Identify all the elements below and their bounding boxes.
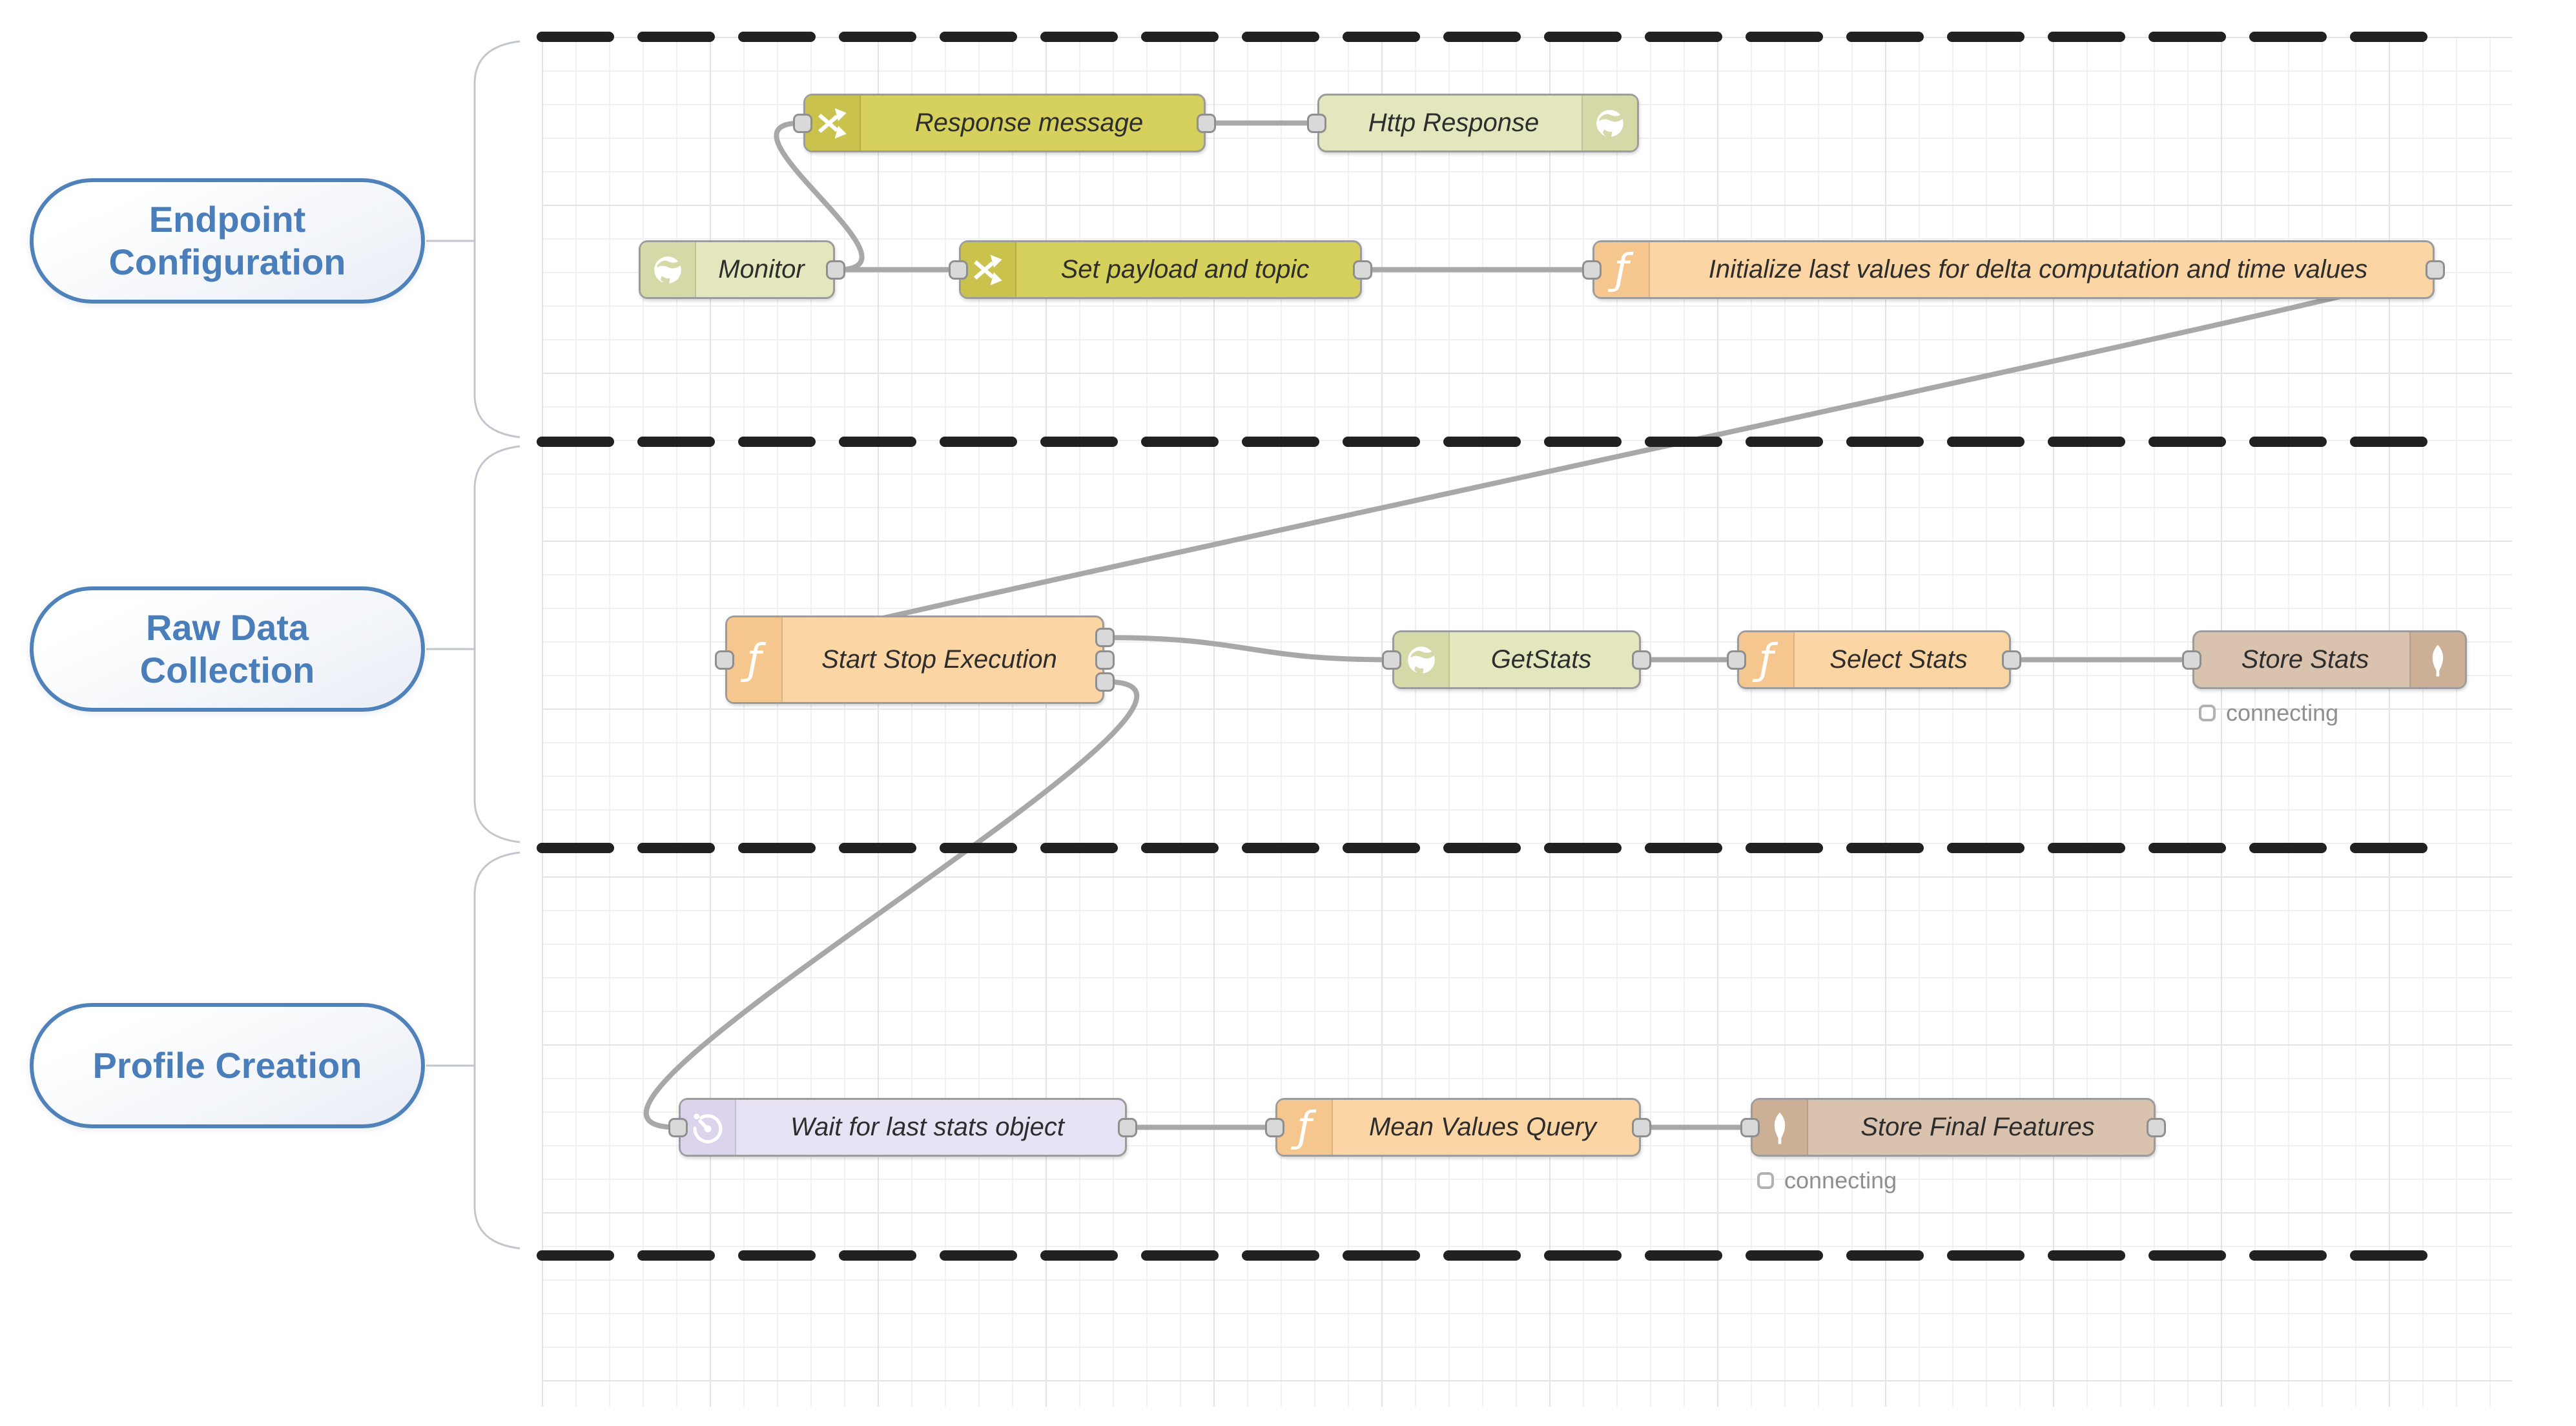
input-port-initialize[interactable] <box>1582 260 1602 280</box>
input-port-select-stats[interactable] <box>1727 650 1746 670</box>
node-label-initialize: Initialize last values for delta computa… <box>1708 255 2368 284</box>
globe-icon <box>1408 646 1435 674</box>
section-brace-2 <box>426 445 520 843</box>
node-status-store-final: connecting <box>1757 1167 1897 1194</box>
node-label-http-response: Http Response <box>1368 108 1540 137</box>
status-text: connecting <box>1784 1167 1897 1194</box>
output-port-wait-0[interactable] <box>1118 1117 1137 1137</box>
node-label-monitor: Monitor <box>718 255 805 284</box>
output-port-response-message-0[interactable] <box>1197 113 1216 133</box>
node-status-store-stats: connecting <box>2199 699 2338 727</box>
function-icon: ƒ <box>1594 242 1650 297</box>
input-port-store-stats[interactable] <box>2182 650 2201 670</box>
function-icon-glyph: ƒ <box>1614 245 1629 294</box>
section-label-line: Configuration <box>108 242 346 282</box>
section-label-line: Collection <box>139 650 315 690</box>
globe-icon <box>654 256 681 284</box>
output-port-mean-values-0[interactable] <box>1632 1117 1651 1137</box>
globe-icon <box>1596 109 1623 138</box>
section-brace-3 <box>426 851 520 1250</box>
status-checkbox-icon <box>2199 705 2216 721</box>
section-label-line: Raw Data <box>145 607 309 648</box>
leaf-icon <box>1753 1100 1808 1155</box>
input-port-wait[interactable] <box>668 1117 688 1137</box>
globe-icon <box>1582 96 1637 150</box>
node-monitor[interactable]: Monitor <box>639 240 845 299</box>
input-port-start-stop[interactable] <box>715 650 734 670</box>
status-checkbox-icon <box>1757 1172 1774 1189</box>
node-label-response-message: Response message <box>914 108 1144 137</box>
node-select-stats[interactable]: ƒ Select Stats <box>1727 630 2021 689</box>
status-text: connecting <box>2226 699 2339 726</box>
section-label-profile-creation: Profile Creation <box>30 1003 425 1128</box>
output-port-start-stop-0[interactable] <box>1095 628 1115 648</box>
node-label-mean-values: Mean Values Query <box>1368 1113 1597 1141</box>
input-port-mean-values[interactable] <box>1265 1117 1284 1137</box>
function-icon: ƒ <box>727 617 783 702</box>
wire-start-stop-to-wait[interactable] <box>643 679 1140 1130</box>
output-port-getstats-0[interactable] <box>1632 650 1651 670</box>
wire-initialize-to-start-stop[interactable] <box>717 267 2442 663</box>
output-port-initialize-0[interactable] <box>2426 260 2445 280</box>
output-port-select-stats-0[interactable] <box>2002 650 2021 670</box>
node-label-start-stop: Start Stop Execution <box>821 645 1057 674</box>
node-wait[interactable]: Wait for last stats object <box>668 1098 1137 1157</box>
stopwatch-icon <box>681 1100 736 1155</box>
output-port-start-stop-1[interactable] <box>1095 650 1115 670</box>
shuffle-icon <box>974 254 1002 285</box>
node-mean-values[interactable]: ƒ Mean Values Query <box>1265 1098 1651 1157</box>
section-label-line: Endpoint <box>149 199 306 240</box>
leaf-icon <box>1774 1111 1786 1144</box>
node-label-set-payload: Set payload and topic <box>1060 255 1310 284</box>
output-port-set-payload-0[interactable] <box>1353 260 1372 280</box>
shuffle-icon <box>805 96 861 150</box>
input-port-http-response[interactable] <box>1307 113 1326 133</box>
function-icon: ƒ <box>1739 632 1795 687</box>
node-store-final[interactable]: Store Final Features <box>1740 1098 2166 1157</box>
node-start-stop[interactable]: ƒ Start Stop Execution <box>715 615 1115 704</box>
function-icon-glyph: ƒ <box>747 636 762 684</box>
input-port-set-payload[interactable] <box>949 260 968 280</box>
wire-monitor-to-response-message[interactable] <box>774 120 865 273</box>
shuffle-icon <box>818 107 847 139</box>
node-getstats[interactable]: GetStats <box>1382 630 1651 689</box>
stopwatch-icon <box>693 1113 723 1143</box>
globe-icon <box>641 242 696 297</box>
node-response-message[interactable]: Response message <box>793 94 1216 152</box>
node-initialize[interactable]: ƒ Initialize last values for delta comput… <box>1582 240 2445 299</box>
function-icon: ƒ <box>1277 1100 1333 1155</box>
leaf-icon <box>2432 644 2444 676</box>
node-label-getstats: GetStats <box>1490 645 1592 674</box>
node-set-payload[interactable]: Set payload and topic <box>949 240 1372 299</box>
node-label-wait: Wait for last stats object <box>790 1113 1064 1141</box>
node-http-response[interactable]: Http Response <box>1307 94 1639 152</box>
section-brace-1 <box>426 40 520 439</box>
node-label-select-stats: Select Stats <box>1829 645 1968 674</box>
input-port-response-message[interactable] <box>793 113 812 133</box>
wire-start-stop-to-getstats[interactable] <box>1104 635 1392 663</box>
function-icon-glyph: ƒ <box>1758 636 1774 684</box>
output-port-store-final-0[interactable] <box>2147 1117 2166 1137</box>
shuffle-icon <box>961 242 1016 297</box>
globe-icon <box>1394 632 1450 687</box>
input-port-getstats[interactable] <box>1382 650 1401 670</box>
leaf-icon <box>2409 632 2465 687</box>
output-port-monitor-0[interactable] <box>826 260 845 280</box>
function-icon-glyph: ƒ <box>1297 1103 1312 1152</box>
node-label-store-stats: Store Stats <box>2241 645 2369 674</box>
section-label-line: Profile Creation <box>92 1045 362 1086</box>
output-port-start-stop-2[interactable] <box>1095 672 1115 692</box>
node-store-stats[interactable]: Store Stats <box>2182 630 2467 689</box>
node-label-store-final: Store Final Features <box>1860 1113 2095 1141</box>
input-port-store-final[interactable] <box>1740 1117 1760 1137</box>
